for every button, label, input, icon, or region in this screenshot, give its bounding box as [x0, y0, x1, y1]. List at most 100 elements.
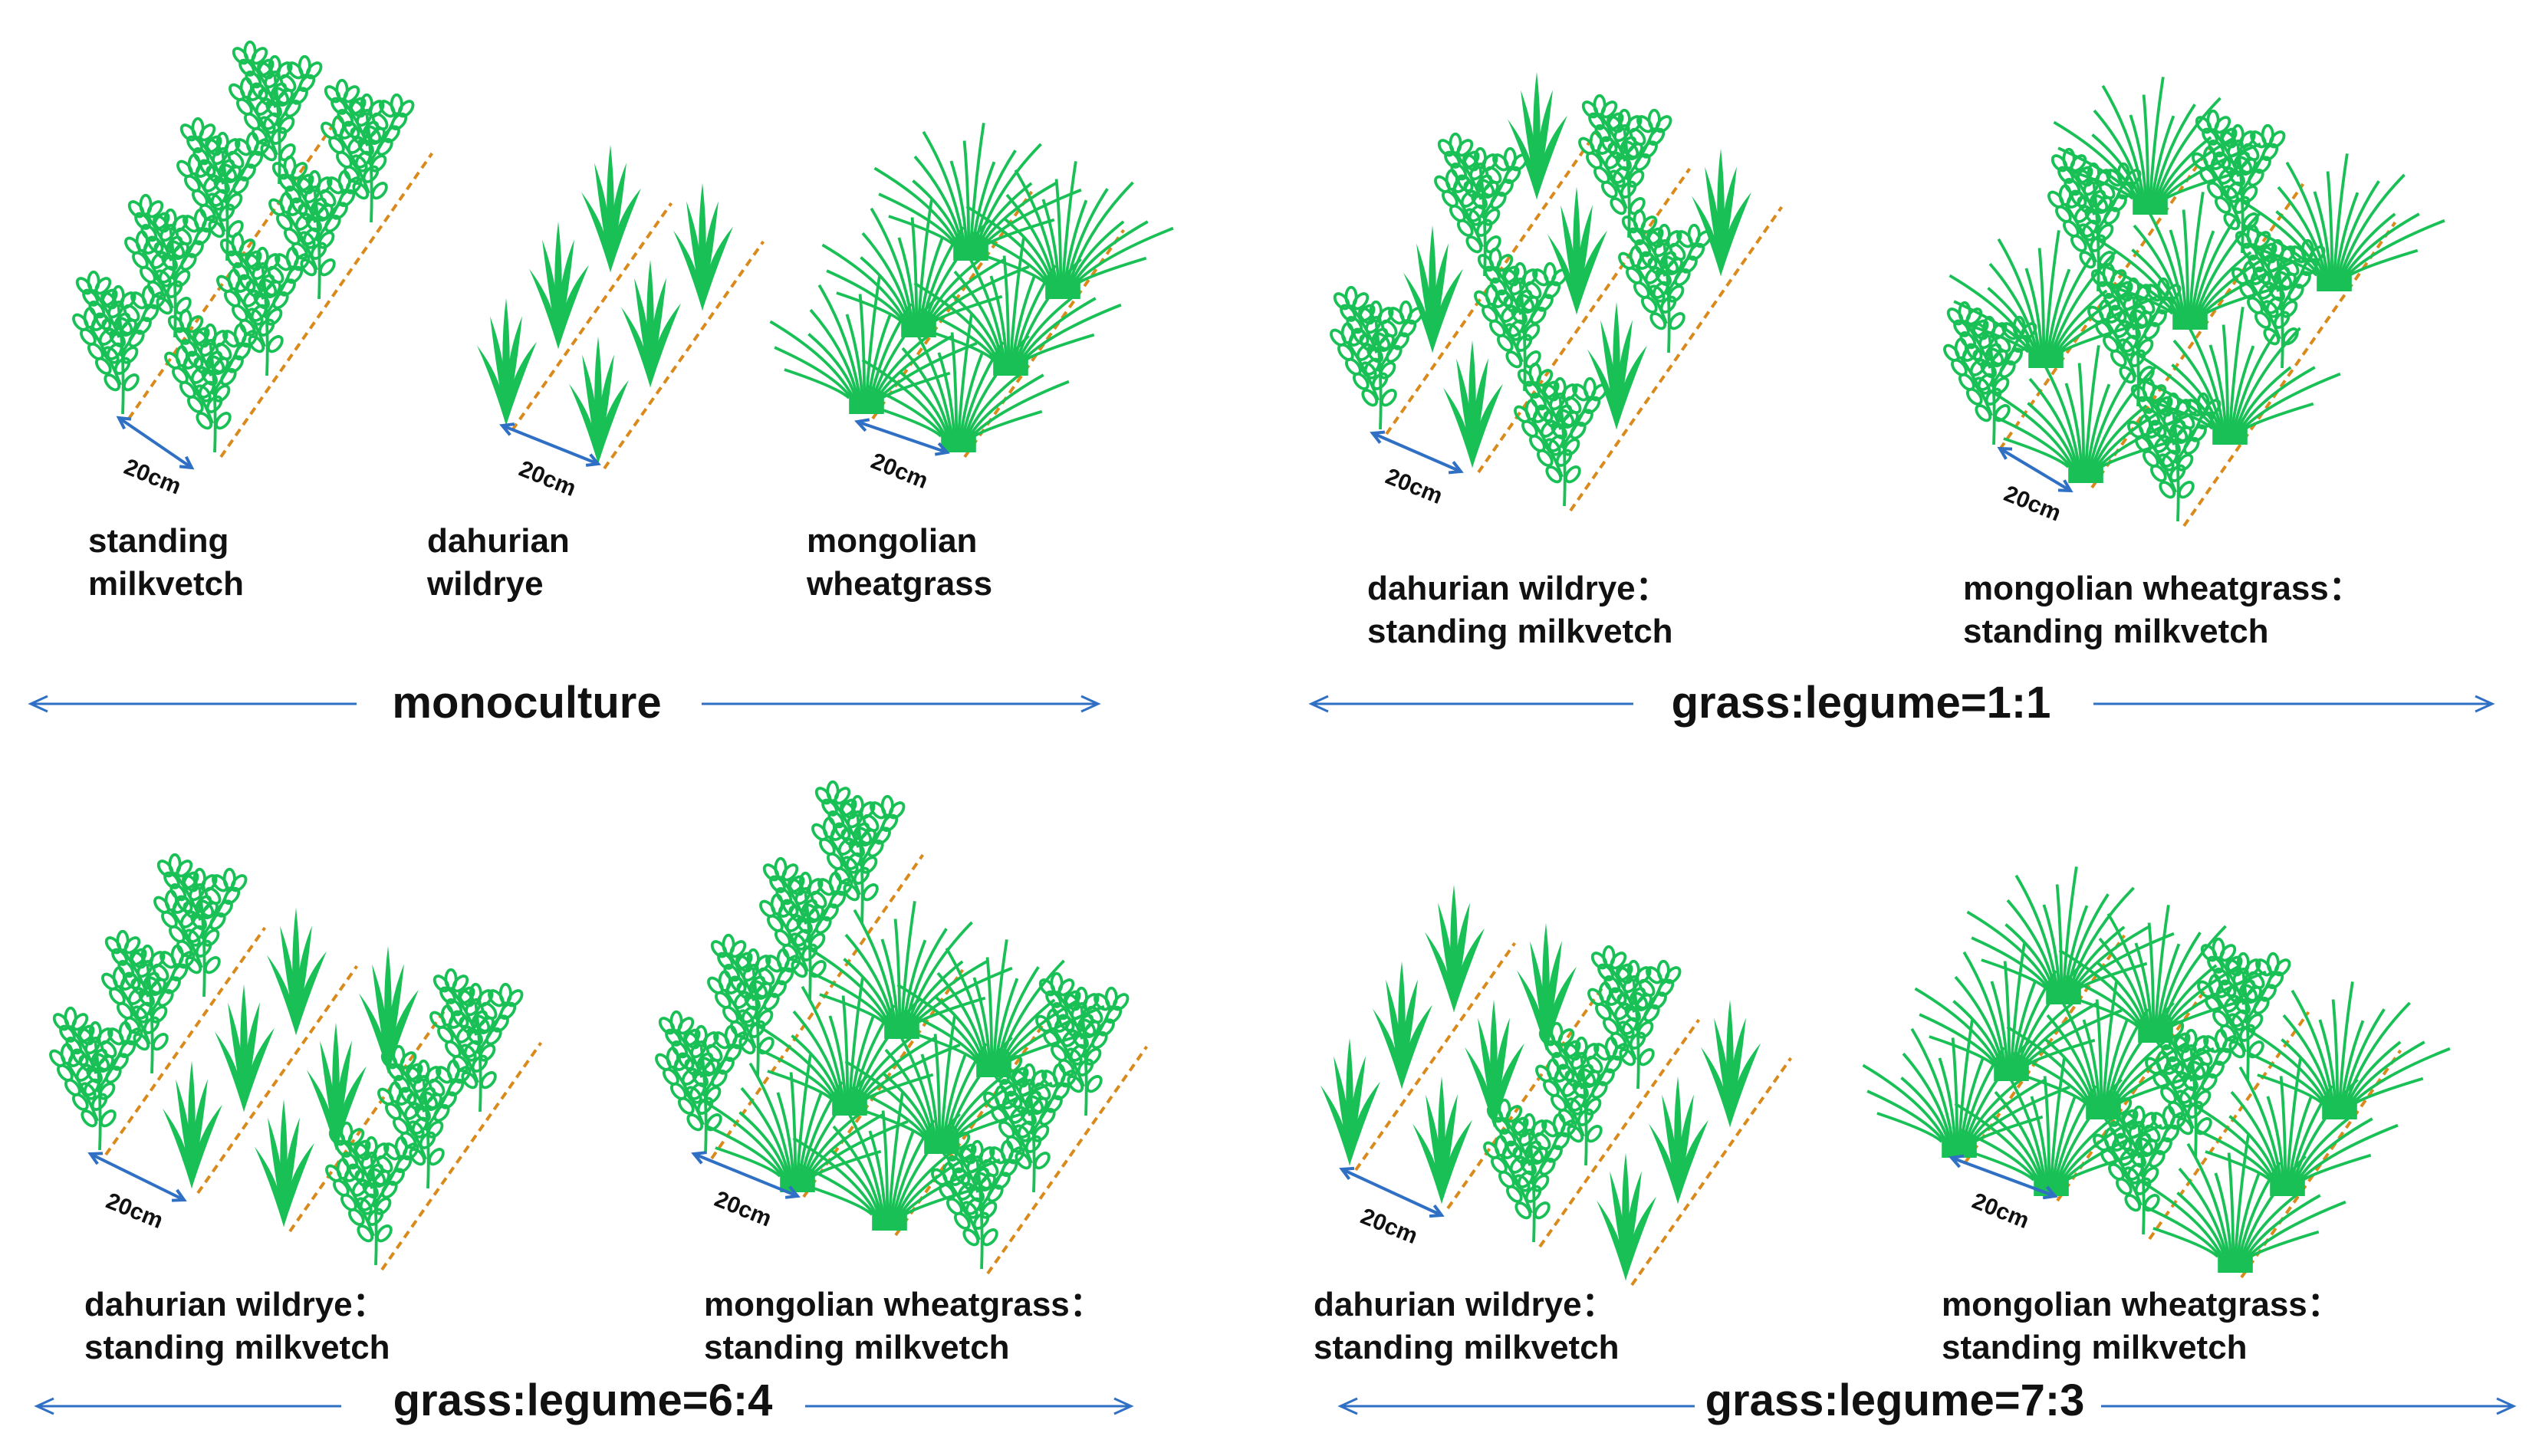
standing-milkvetch-plant: [1434, 132, 1528, 277]
standing-milkvetch-plant: [429, 968, 524, 1113]
section-title-monoculture: monoculture: [392, 678, 662, 728]
section-arrow-grass-legume-7-3: [1337, 1397, 2517, 1415]
dahurian-wildrye-plant: [673, 182, 733, 311]
dahurian-wildrye-plant: [359, 945, 419, 1073]
row-line: [1477, 167, 1692, 474]
label-mongolian-wheatgrass: mongolian wheatgrass: [807, 520, 992, 606]
standing-milkvetch-plant: [2197, 937, 2291, 1082]
mongolian-wheatgrass-plant: [2093, 192, 2301, 330]
label-line-1: dahurian wildrye：: [1367, 570, 1669, 607]
dahurian-wildrye-plant: [1412, 1076, 1472, 1204]
row-line: [196, 965, 359, 1195]
row-line: [2148, 1011, 2310, 1241]
label-line-1: dahurian wildrye：: [84, 1286, 386, 1323]
mongolian-wheatgrass-plant: [2242, 981, 2451, 1119]
section-arrow-monoculture: [28, 695, 1101, 713]
row-line: [1630, 1057, 1793, 1287]
standing-milkvetch-plant: [325, 1121, 419, 1266]
mongolian-wheatgrass-plant: [965, 161, 1174, 299]
standing-milkvetch-plant: [1618, 209, 1712, 353]
dahurian-wildrye-plant: [1587, 301, 1647, 429]
section-arrow-grass-legume-6-4: [34, 1397, 1134, 1415]
dahurian-wildrye-plant: [1508, 71, 1567, 199]
distance-label: 20cm: [711, 1186, 775, 1231]
dahurian-wildrye-plant: [1649, 1076, 1708, 1204]
plot-mongolian-wheatgrass: [769, 123, 1174, 452]
standing-milkvetch-plant: [176, 117, 271, 261]
standing-milkvetch-plant: [216, 232, 311, 376]
dahurian-wildrye-plant: [1443, 340, 1503, 468]
section-arrow-grass-legume-1-1: [1308, 695, 2495, 713]
label-dahurian-wildrye-milkvetch-6-4: dahurian wildrye： standing milkvetch: [84, 1283, 390, 1369]
mongolian-wheatgrass-plant: [2053, 77, 2261, 215]
row-line: [511, 202, 673, 432]
row-line: [603, 240, 765, 470]
standing-milkvetch-plant: [1514, 362, 1608, 507]
label-dahurian-wildrye-milkvetch-1-1: dahurian wildrye： standing milkvetch: [1367, 567, 1673, 653]
label-mongolian-wheatgrass-milkvetch-6-4: mongolian wheatgrass： standing milkvetch: [704, 1283, 1103, 1369]
row-line: [1569, 205, 1784, 512]
section-title-grass-legume-1-1: grass:legume=1:1: [1671, 678, 2051, 728]
label-standing-milkvetch: standing milkvetch: [88, 520, 244, 606]
mongolian-wheatgrass-plant: [2133, 307, 2341, 445]
distance-label: 20cm: [120, 454, 185, 499]
mongolian-wheatgrass-plant: [769, 276, 978, 414]
dahurian-wildrye-plant: [1320, 1037, 1380, 1165]
row-line: [710, 853, 925, 1160]
standing-milkvetch-plant: [2231, 224, 2326, 369]
label-dahurian-wildrye-milkvetch-7-3: dahurian wildrye： standing milkvetch: [1314, 1283, 1620, 1369]
standing-milkvetch-plant: [164, 308, 258, 453]
label-line-1: mongolian wheatgrass：: [704, 1286, 1103, 1323]
dahurian-wildrye-plant: [621, 259, 681, 387]
mongolian-wheatgrass-plant: [2138, 1135, 2346, 1273]
dahurian-wildrye-plant: [529, 221, 589, 349]
label-line-1: mongolian wheatgrass：: [1963, 570, 2363, 607]
label-line-1: dahurian: [427, 522, 570, 560]
standing-milkvetch-plant: [2127, 377, 2222, 522]
row-line: [986, 1045, 1149, 1275]
standing-milkvetch-plant: [229, 40, 323, 185]
dahurian-wildrye-plant: [1597, 1152, 1656, 1280]
distance-label: 20cm: [867, 449, 932, 494]
mongolian-wheatgrass-plant: [2237, 153, 2445, 291]
dahurian-wildrye-plant: [1373, 961, 1432, 1089]
standing-milkvetch-plant: [1330, 285, 1424, 430]
standing-milkvetch-plant: [153, 853, 248, 998]
dahurian-wildrye-plant: [215, 984, 275, 1112]
standing-milkvetch-plant: [1578, 94, 1672, 238]
dahurian-wildrye-plant: [1465, 999, 1524, 1127]
distance-label: 20cm: [1357, 1204, 1422, 1249]
label-line-2: standing milkvetch: [1942, 1329, 2248, 1366]
mongolian-wheatgrass-plant: [821, 199, 1030, 337]
plot-dahurian-wildrye: [477, 144, 733, 464]
plot-wildrye-milkvetch-6-4: [49, 853, 524, 1266]
standing-milkvetch-plant: [2145, 1014, 2239, 1159]
distance-label: 20cm: [1382, 464, 1446, 509]
distance-label: 20cm: [2001, 481, 2065, 526]
mongolian-wheatgrass-plant: [804, 901, 1013, 1039]
plot-wheatgrass-milkvetch-7-3: [1862, 866, 2451, 1273]
mongolian-wheatgrass-plant: [873, 123, 1082, 261]
dahurian-wildrye-plant: [1425, 884, 1485, 1012]
label-line-2: standing milkvetch: [84, 1329, 390, 1366]
row-line: [288, 1003, 451, 1233]
label-line-1: standing: [88, 522, 229, 560]
dahurian-wildrye-plant: [477, 297, 537, 426]
standing-milkvetch-plant: [1535, 1021, 1630, 1166]
plot-wildrye-milkvetch-7-3: [1320, 884, 1761, 1280]
distance-label: 20cm: [103, 1188, 167, 1234]
label-dahurian-wildrye: dahurian wildrye: [427, 520, 570, 606]
plot-wildrye-milkvetch-1-1: [1330, 71, 1751, 507]
standing-milkvetch-plant: [268, 155, 363, 300]
row-spacing-arrow: 20cm: [116, 416, 195, 500]
standing-milkvetch-plant: [983, 1048, 1077, 1193]
section-title-grass-legume-6-4: grass:legume=6:4: [393, 1375, 773, 1425]
label-line-2: standing milkvetch: [1367, 613, 1673, 650]
row-spacing-arrow: 20cm: [499, 422, 601, 501]
standing-milkvetch-plant: [124, 193, 219, 338]
row-line: [1446, 980, 1609, 1210]
distance-label: 20cm: [515, 456, 580, 501]
row-spacing-arrow: 20cm: [1370, 430, 1464, 509]
label-line-1: mongolian: [807, 522, 978, 560]
